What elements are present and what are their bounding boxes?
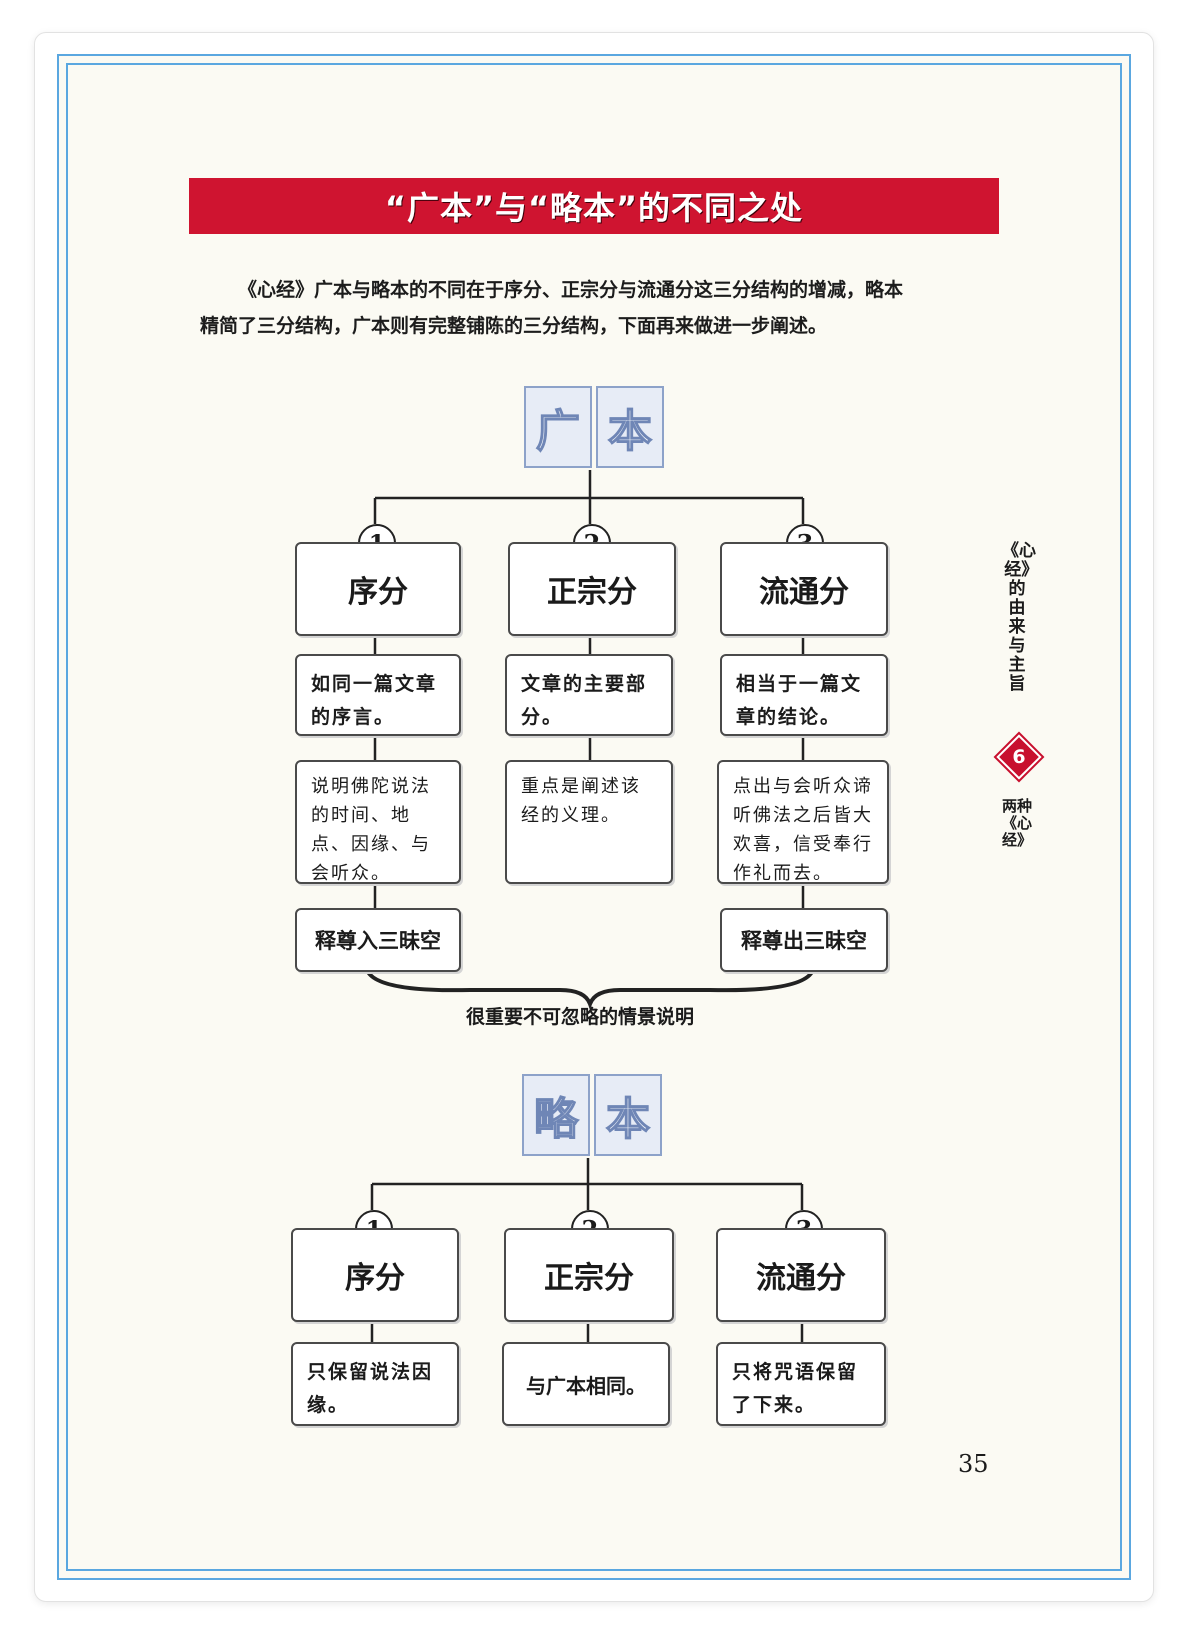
- page-number: 35: [958, 1450, 989, 1478]
- guangben-zhengzong-detail: 重点是阐述该经的义理。: [505, 760, 673, 884]
- lueben-zhengzong-desc: 与广本相同。: [502, 1342, 670, 1426]
- guangben-liutong-desc: 相当于一篇文章的结论。: [720, 654, 888, 736]
- lueben-zhengzong-head: 正宗分: [504, 1228, 674, 1322]
- guangben-book-icon: 广 本: [524, 386, 664, 468]
- lueben-liutong-head: 流通分: [716, 1228, 886, 1322]
- book-page-left: 略: [522, 1074, 590, 1156]
- guangben-liutong-detail: 点出与会听众谛听佛法之后皆大欢喜，信受奉行作礼而去。: [717, 760, 889, 884]
- guangben-zhengzong-head: 正宗分: [508, 542, 676, 636]
- samadhi-enter-label: 释尊入三昧空: [295, 908, 461, 972]
- chapter-badge-number: 6: [1012, 746, 1026, 768]
- intro-line-1: 《心经》广本与略本的不同在于序分、正宗分与流通分这三分结构的增减，略本: [238, 279, 904, 301]
- samadhi-exit-label: 释尊出三昧空: [720, 908, 888, 972]
- guangben-liutong-head: 流通分: [720, 542, 888, 636]
- title-banner: “广本”与“略本”的不同之处: [189, 178, 999, 234]
- guangben-xufen-detail: 说明佛陀说法的时间、地点、因缘、与会听众。: [295, 760, 461, 884]
- guangben-zhengzong-desc: 文章的主要部分。: [505, 654, 673, 736]
- section-side-title: 两种《心经》: [1002, 797, 1033, 849]
- lueben-liutong-desc: 只将咒语保留了下来。: [716, 1342, 886, 1426]
- page-frame-inner: [66, 63, 1122, 1571]
- guangben-xufen-desc: 如同一篇文章的序言。: [295, 654, 461, 736]
- lueben-xufen-desc: 只保留说法因缘。: [291, 1342, 459, 1426]
- book-page-left: 广: [524, 386, 592, 468]
- brace-label: 很重要不可忽略的情景说明: [465, 1006, 694, 1028]
- intro-paragraph: 《心经》广本与略本的不同在于序分、正宗分与流通分这三分结构的增减，略本 精简了三…: [200, 272, 990, 344]
- intro-line-2: 精简了三分结构，广本则有完整铺陈的三分结构，下面再来做进一步阐述。: [200, 315, 828, 337]
- book-page-right: 本: [594, 1074, 662, 1156]
- page-title: “广本”与“略本”的不同之处: [384, 189, 804, 227]
- chapter-side-title: 《心经》的由来与主旨: [1002, 541, 1036, 694]
- book-page-right: 本: [596, 386, 664, 468]
- guangben-xufen-head: 序分: [295, 542, 461, 636]
- lueben-xufen-head: 序分: [291, 1228, 459, 1322]
- lueben-book-icon: 略 本: [522, 1074, 662, 1156]
